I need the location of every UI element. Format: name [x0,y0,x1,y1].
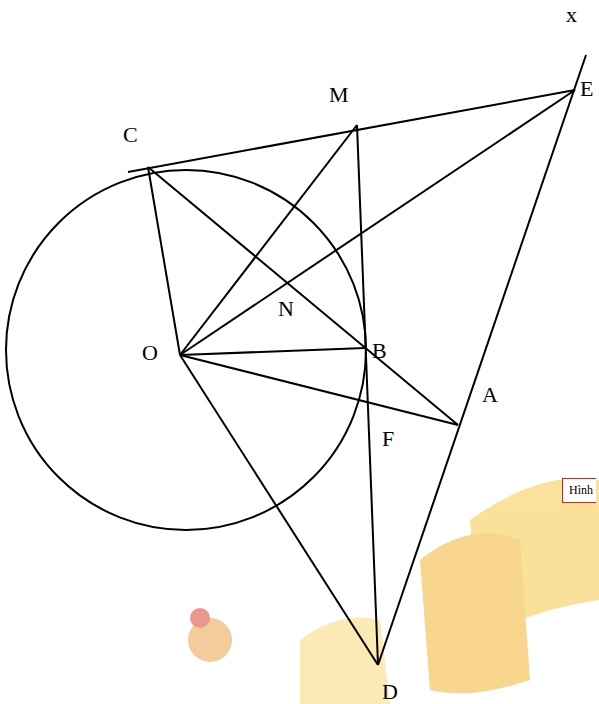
segment-md [357,125,378,665]
segment-ca [148,167,458,425]
point-label: M [329,84,349,106]
point-label: E [580,78,593,100]
segment-om [180,125,357,355]
segment-ob [180,348,365,355]
watermark [188,478,599,704]
figure-lines [6,55,586,665]
point-label: N [278,298,294,320]
segment-oa [180,355,458,425]
segment-od [180,355,378,665]
point-label: C [123,124,138,146]
point-label: x [566,4,577,26]
figure-caption-tag: Hình [562,478,596,503]
ray-dx [378,55,586,665]
segment-oe [180,90,575,355]
point-label: F [382,428,394,450]
point-label: B [372,340,387,362]
point-label: D [382,681,398,703]
point-label: A [482,384,498,406]
point-label: O [142,342,158,364]
segment-co [148,167,180,355]
